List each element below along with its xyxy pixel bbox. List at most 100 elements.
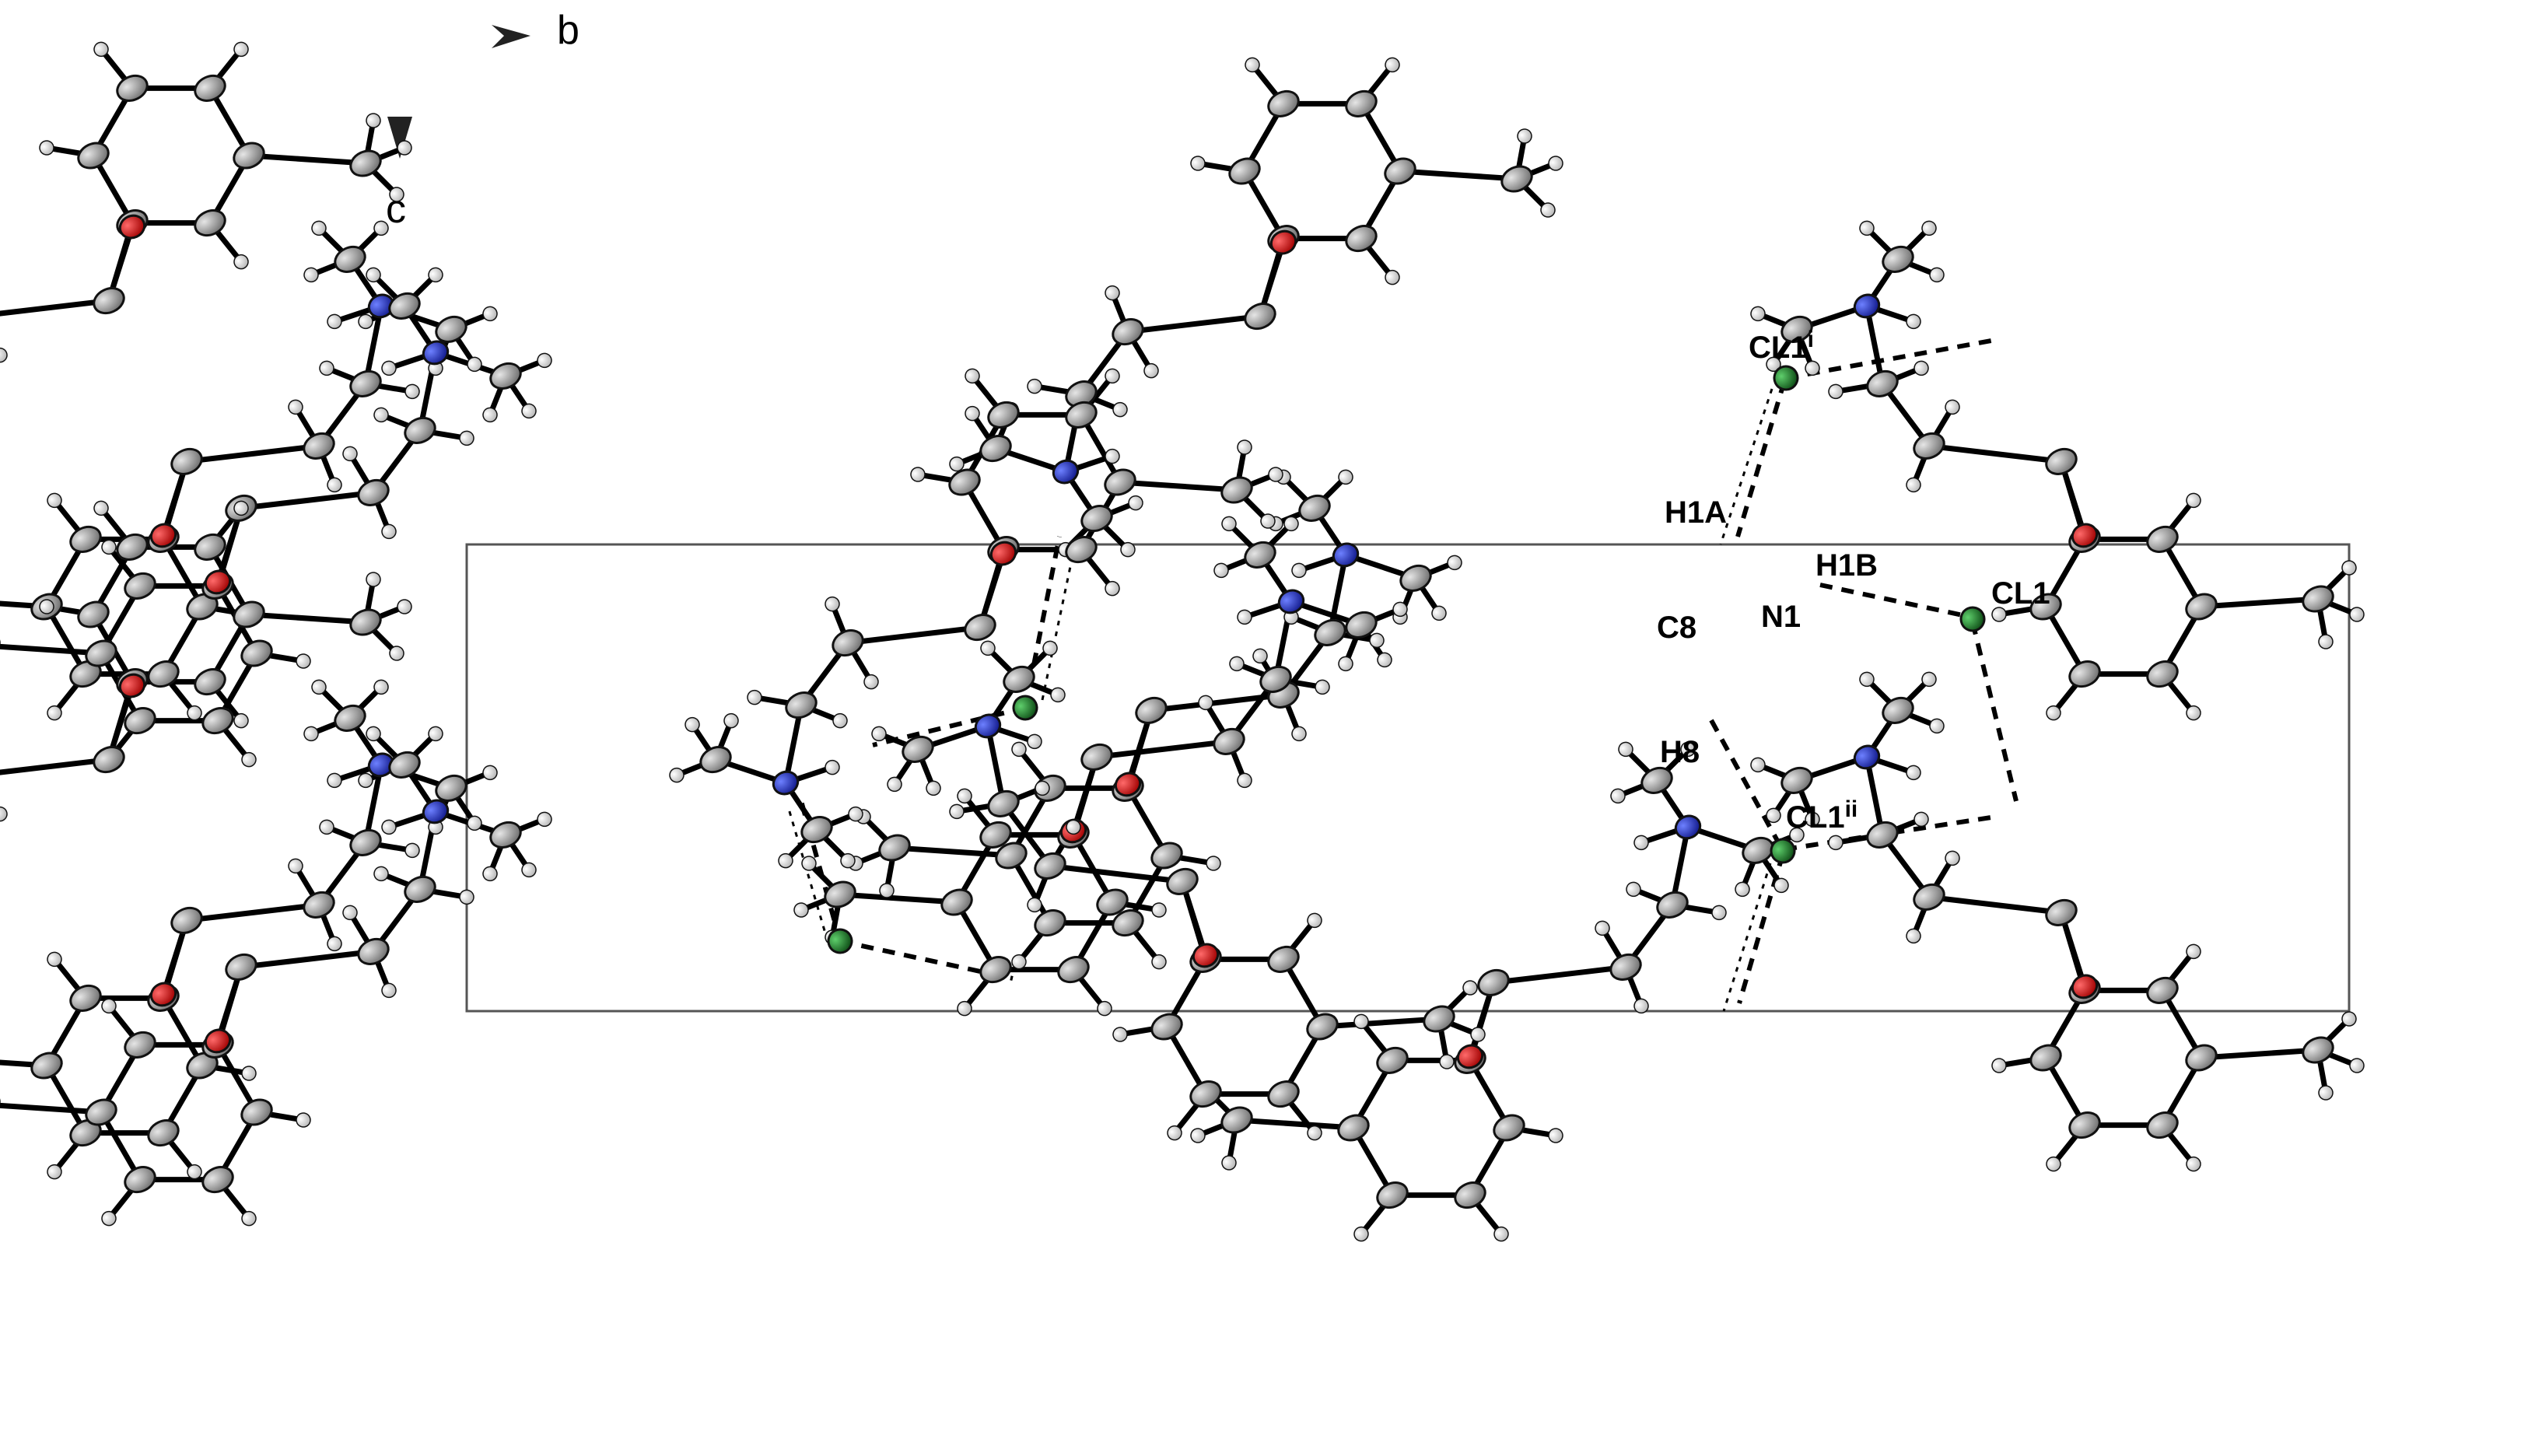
hydrogen-atom: [482, 765, 498, 781]
carbon-atom: [979, 956, 1012, 984]
hydrogen-atom: [1680, 741, 1696, 758]
carbon-atom: [2045, 898, 2078, 926]
hydrogen-atom: [1859, 671, 1875, 688]
carbon-atom: [1314, 618, 1346, 646]
hydrogen-atom: [1921, 220, 1937, 236]
hydrogen-atom: [537, 811, 552, 828]
hydrogen-atom: [1906, 477, 1921, 493]
hydrogen-atom: [2046, 1156, 2061, 1172]
carbon-atom: [1112, 318, 1144, 346]
carbon-atom: [1345, 89, 1378, 117]
bond: [1179, 878, 1209, 958]
hydrogen-atom: [482, 407, 498, 423]
hydrogen-atom: [1540, 202, 1556, 218]
bond: [1078, 411, 1123, 485]
carbon-atom: [1298, 494, 1331, 522]
label-h1a: H1A: [1665, 495, 1727, 530]
oxygen-atom: [118, 214, 146, 240]
carbon-atom: [1454, 1181, 1486, 1209]
carbon-atom: [85, 1098, 117, 1126]
chlorine-atom: [1012, 695, 1038, 721]
hydrogen-atom: [311, 679, 327, 695]
carbon-atom: [349, 608, 382, 636]
hydrogen-atom: [459, 889, 474, 905]
hydrogen-atom: [1991, 1058, 2007, 1073]
label-c8: C8: [1657, 611, 1696, 645]
carbon-atom: [225, 953, 257, 981]
bond: [0, 757, 112, 775]
carbon-atom: [1780, 766, 1813, 794]
hydrogen-atom: [187, 1164, 202, 1180]
hydrogen-atom: [1291, 726, 1307, 742]
hydrogen-atom: [1773, 877, 1789, 894]
hydrogen-atom: [965, 368, 980, 384]
carbon-atom: [77, 600, 110, 628]
carbon-atom: [349, 828, 382, 856]
hydrogen-atom: [1213, 562, 1229, 579]
carbon-atom: [435, 774, 467, 802]
hydrogen-atom: [1066, 819, 1081, 835]
hydrogen-atom: [2318, 1085, 2334, 1101]
bond: [1125, 313, 1263, 335]
carbon-atom: [1267, 89, 1300, 117]
carbon-atom: [987, 789, 1020, 817]
carbon-atom: [1913, 432, 1945, 460]
carbon-atom: [1220, 476, 1253, 504]
carbon-atom: [1259, 665, 1292, 693]
label-cl1-ii: CL1ii: [1786, 796, 1857, 835]
hydrogen-atom: [342, 446, 358, 462]
carbon-atom: [2302, 1036, 2334, 1064]
chlorine-atom: [827, 928, 853, 954]
hydrogen-atom: [793, 902, 809, 918]
bond: [1350, 1125, 1395, 1199]
hydrogen-atom: [801, 856, 817, 871]
hydrogen-atom: [1431, 605, 1447, 621]
hydrogen-atom: [101, 1210, 117, 1227]
carbon-atom: [800, 816, 833, 844]
carbon-atom: [1345, 611, 1378, 639]
carbon-atom: [2146, 976, 2179, 1004]
hydrogen-atom: [39, 599, 54, 614]
carbon-atom: [334, 245, 366, 273]
carbon-atom: [1244, 303, 1276, 331]
oxygen-atom: [149, 982, 177, 1007]
bond: [2058, 909, 2088, 989]
hydrogen-atom: [1221, 516, 1237, 532]
hydrogen-atom: [1750, 306, 1766, 322]
carbon-atom: [93, 287, 125, 315]
bond: [238, 489, 376, 511]
nitrogen-atom: [772, 770, 800, 796]
carbon-atom: [85, 639, 117, 667]
carbon-atom: [1306, 1013, 1339, 1041]
bond: [1117, 479, 1240, 493]
carbon-atom: [1267, 945, 1300, 973]
hydrogen-atom: [1789, 827, 1805, 843]
hydrogen-atom: [373, 407, 389, 423]
oxygen-atom: [989, 541, 1017, 566]
hydrogen-atom: [1143, 362, 1159, 379]
bond: [1164, 1024, 1209, 1097]
carbon-atom: [69, 984, 102, 1012]
hydrogen-atom: [1112, 1027, 1128, 1042]
label-h1b: H1B: [1815, 548, 1878, 583]
carbon-atom: [2185, 593, 2218, 621]
hydrogen-atom: [1042, 640, 1058, 656]
hydrogen-atom: [957, 1000, 972, 1017]
hydrogen-atom: [1338, 656, 1353, 672]
hydrogen-atom: [327, 313, 342, 330]
carbon-atom: [489, 821, 522, 849]
hydrogen-atom: [1766, 807, 1781, 824]
bond: [160, 536, 205, 610]
hydrogen-atom: [342, 905, 358, 921]
hydrogen-atom: [397, 140, 412, 156]
carbon-atom: [1065, 401, 1098, 429]
hydrogen-atom: [825, 759, 840, 775]
bond: [246, 611, 369, 625]
carbon-atom: [404, 875, 436, 903]
hydrogen-atom: [863, 674, 879, 690]
carbon-atom: [404, 416, 436, 444]
hydrogen-atom: [1633, 998, 1649, 1014]
bond: [845, 625, 983, 646]
atoms: [0, 41, 2365, 1242]
hydrogen-atom: [1260, 513, 1276, 529]
